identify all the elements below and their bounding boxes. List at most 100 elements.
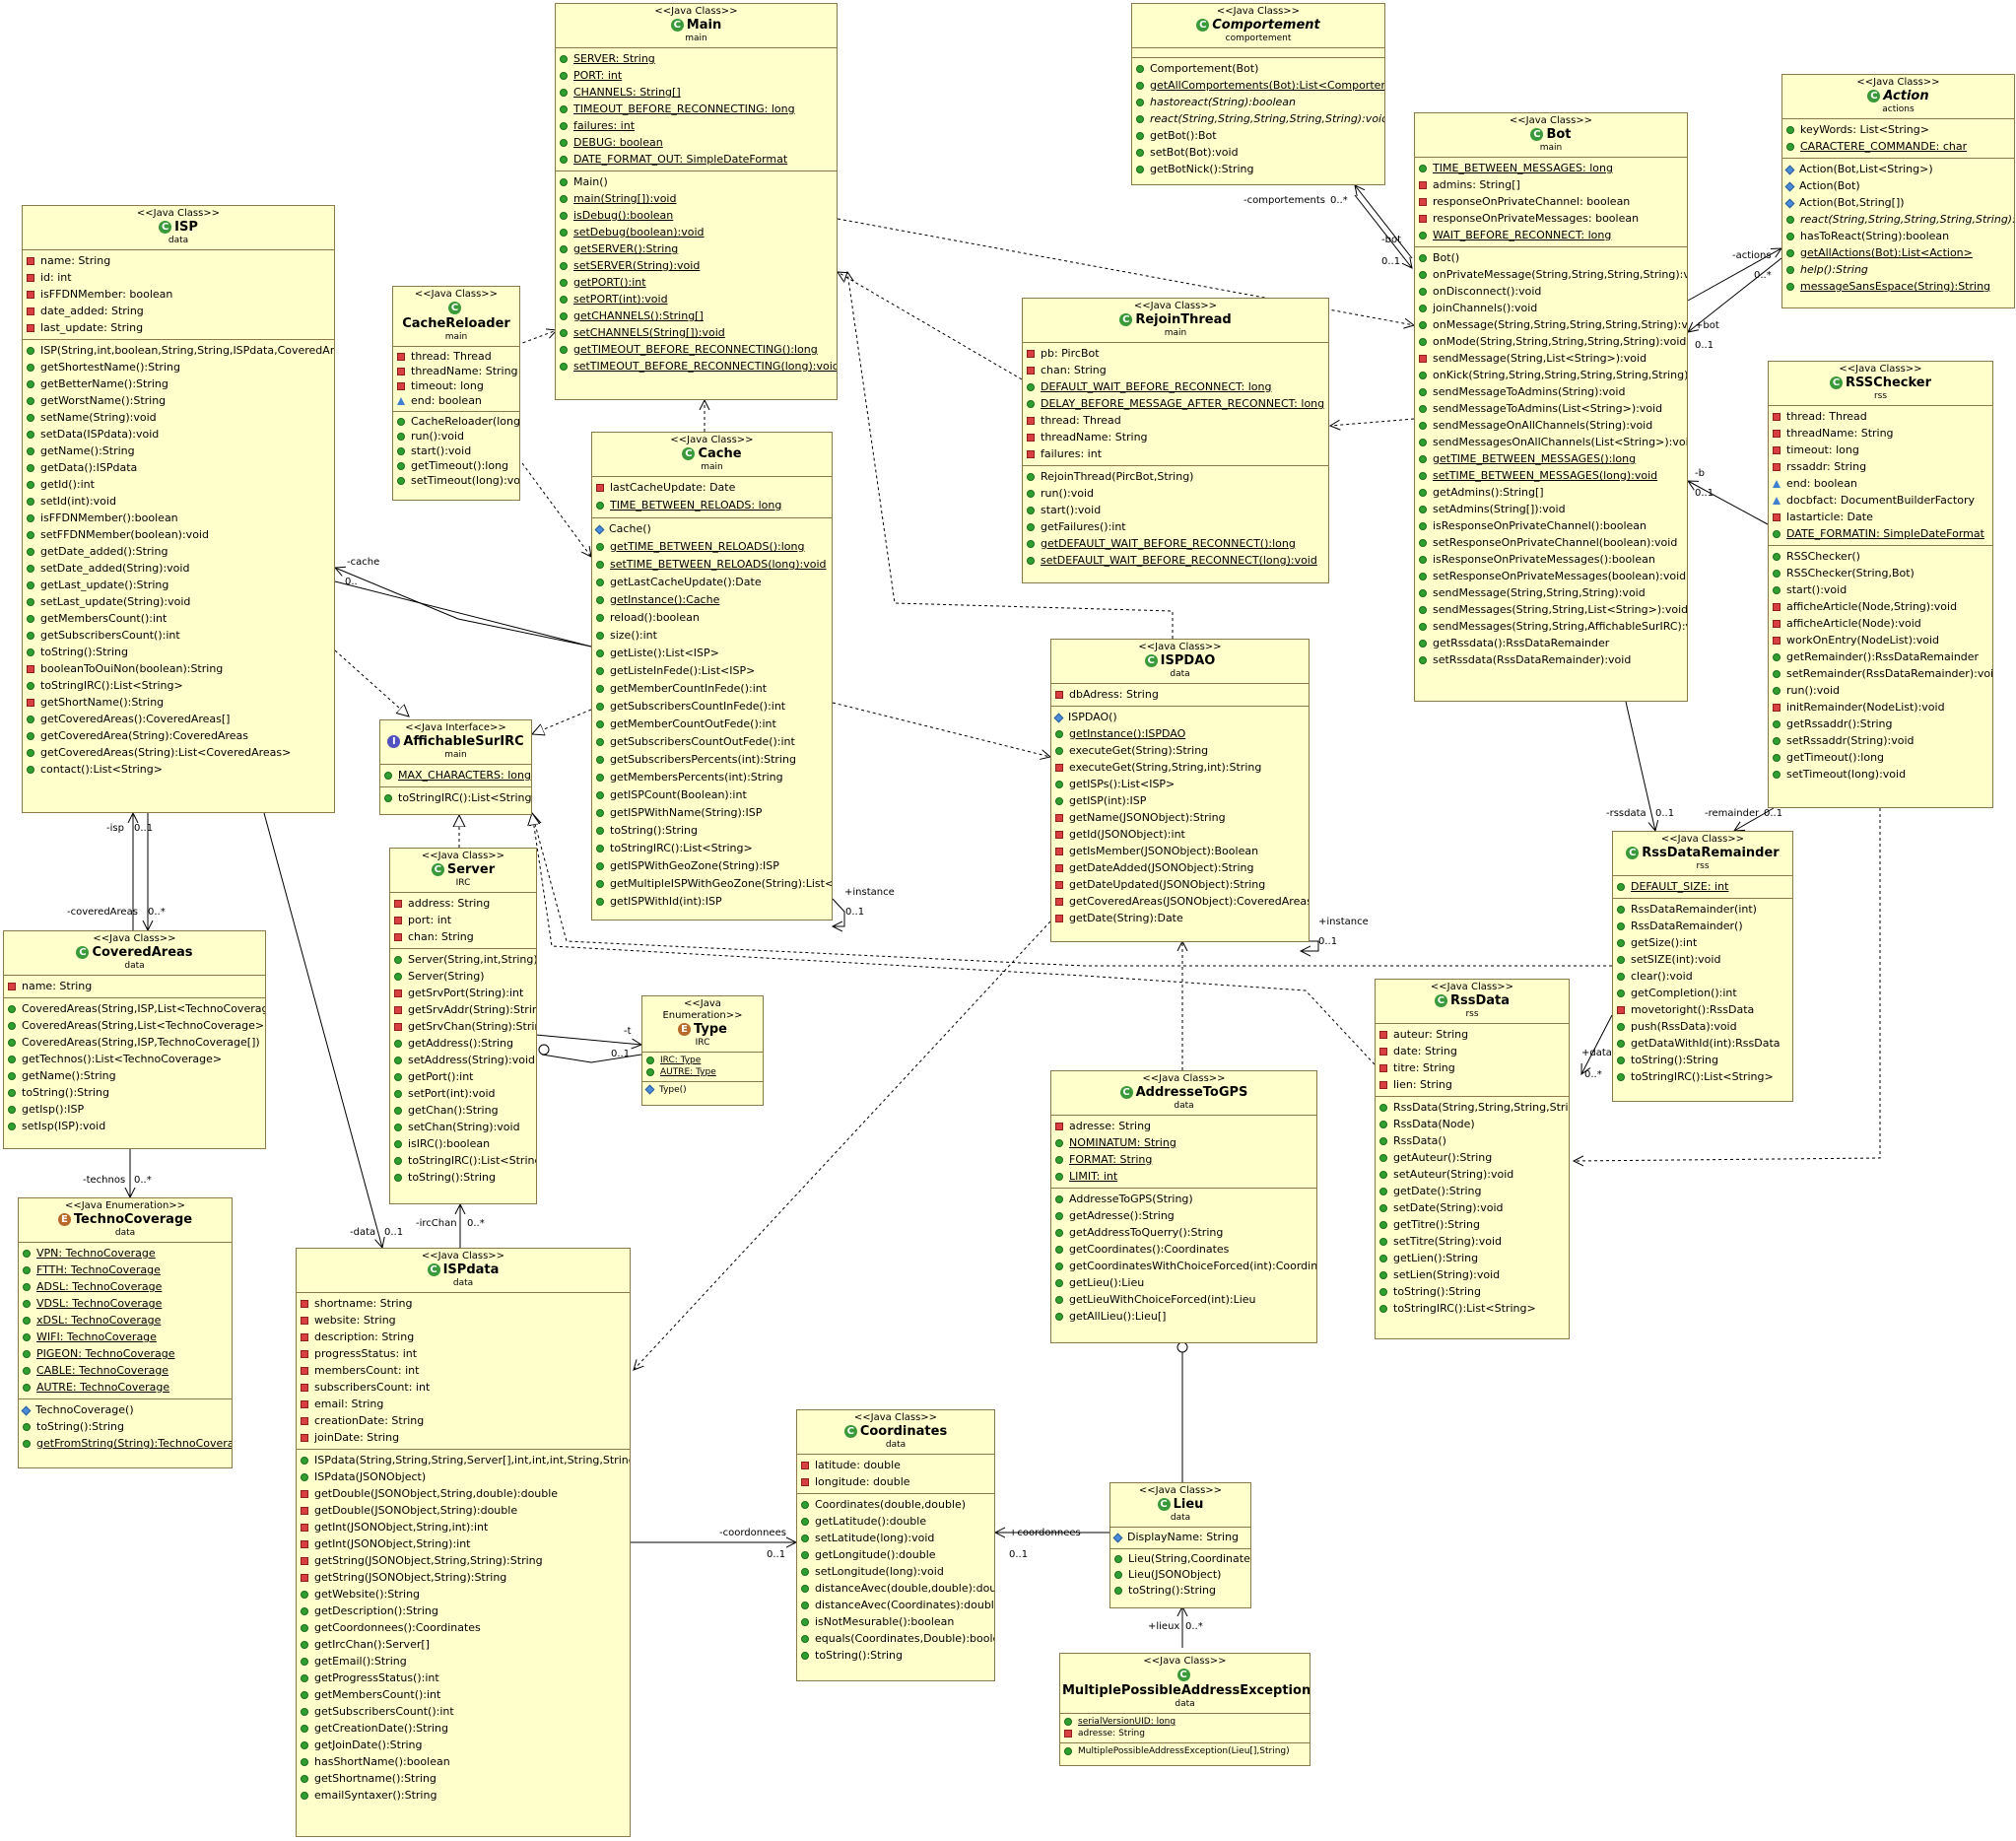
method-row[interactable]: getTIME_BETWEEN_MESSAGES():long: [1415, 450, 1687, 467]
method-row[interactable]: getSERVER():String: [556, 240, 837, 257]
method-row[interactable]: RssData(Node): [1376, 1116, 1569, 1132]
method-row[interactable]: CoveredAreas(String,ISP,List<TechnoCover…: [4, 1000, 265, 1017]
field-row[interactable]: WIFI: TechnoCoverage: [19, 1329, 232, 1345]
method-row[interactable]: getJoinDate():String: [297, 1737, 630, 1753]
method-row[interactable]: getString(JSONObject,String,String):Stri…: [297, 1552, 630, 1569]
method-row[interactable]: Lieu(JSONObject): [1110, 1567, 1250, 1583]
method-row[interactable]: MultiplePossibleAddressException(Lieu[],…: [1060, 1745, 1310, 1757]
field-row[interactable]: email: String: [297, 1396, 630, 1412]
method-row[interactable]: getTIMEOUT_BEFORE_RECONNECTING():long: [556, 341, 837, 358]
method-row[interactable]: sendMessages(String,String,List<String>)…: [1415, 601, 1687, 618]
method-row[interactable]: getRssdata():RssDataRemainder: [1415, 635, 1687, 651]
method-row[interactable]: workOnEntry(NodeList):void: [1769, 632, 1992, 648]
method-row[interactable]: getIsMember(JSONObject):Boolean: [1051, 843, 1309, 859]
method-row[interactable]: setTimeout(long):void: [393, 473, 519, 488]
field-row[interactable]: DATE_FORMAT_OUT: SimpleDateFormat: [556, 151, 837, 168]
method-row[interactable]: Server(String,int,String): [390, 951, 536, 968]
method-row[interactable]: toStringIRC():List<String>: [1376, 1300, 1569, 1317]
method-row[interactable]: toStringIRC():List<String>: [390, 1152, 536, 1169]
method-row[interactable]: getLatitude():double: [797, 1513, 994, 1530]
field-row[interactable]: thread: Thread: [1769, 408, 1992, 425]
method-row[interactable]: ISP(String,int,boolean,String,String,ISP…: [23, 342, 334, 359]
field-row[interactable]: ADSL: TechnoCoverage: [19, 1278, 232, 1295]
field-row[interactable]: threadName: String: [1023, 429, 1328, 445]
method-row[interactable]: Lieu(String,Coordinates): [1110, 1551, 1250, 1567]
method-row[interactable]: CoveredAreas(String,ISP,TechnoCoverage[]…: [4, 1034, 265, 1051]
method-row[interactable]: getFailures():int: [1023, 518, 1328, 535]
method-row[interactable]: getShortName():String: [23, 694, 334, 711]
method-row[interactable]: onPrivateMessage(String,String,String,St…: [1415, 266, 1687, 283]
method-row[interactable]: getDateAdded(JSONObject):String: [1051, 859, 1309, 876]
method-row[interactable]: getCoveredAreas(String):List<CoveredArea…: [23, 744, 334, 761]
method-row[interactable]: setTIME_BETWEEN_MESSAGES(long):void: [1415, 467, 1687, 484]
method-row[interactable]: getBotNick():String: [1132, 161, 1384, 177]
method-row[interactable]: contact():List<String>: [23, 761, 334, 778]
method-row[interactable]: setSERVER(String):void: [556, 257, 837, 274]
method-row[interactable]: onMode(String,String,String,String,Strin…: [1415, 333, 1687, 350]
method-row[interactable]: toString():String: [797, 1647, 994, 1664]
method-row[interactable]: getString(JSONObject,String):String: [297, 1569, 630, 1586]
method-row[interactable]: getIrcChan():Server[]: [297, 1636, 630, 1653]
field-row[interactable]: name: String: [23, 252, 334, 269]
method-row[interactable]: setTIME_BETWEEN_RELOADS(long):void: [592, 556, 832, 574]
method-row[interactable]: setAddress(String):void: [390, 1052, 536, 1068]
field-row[interactable]: dbAdress: String: [1051, 686, 1309, 703]
method-row[interactable]: toString():String: [1110, 1583, 1250, 1599]
method-row[interactable]: setDebug(boolean):void: [556, 224, 837, 240]
method-row[interactable]: getSubscribersCountInFede():int: [592, 698, 832, 716]
method-row[interactable]: toString():String: [19, 1418, 232, 1435]
method-row[interactable]: getDate_added():String: [23, 543, 334, 560]
field-row[interactable]: progressStatus: int: [297, 1345, 630, 1362]
method-row[interactable]: Server(String): [390, 968, 536, 985]
method-row[interactable]: setPORT(int):void: [556, 291, 837, 307]
method-row[interactable]: getAllComportements(Bot):List<Comporteme…: [1132, 77, 1384, 94]
method-row[interactable]: getCoordonnees():Coordinates: [297, 1619, 630, 1636]
field-row[interactable]: docbfact: DocumentBuilderFactory: [1769, 492, 1992, 509]
field-row[interactable]: TIME_BETWEEN_RELOADS: long: [592, 497, 832, 514]
field-row[interactable]: VPN: TechnoCoverage: [19, 1245, 232, 1261]
method-row[interactable]: getAdmins():String[]: [1415, 484, 1687, 501]
method-row[interactable]: getDouble(JSONObject,String):double: [297, 1502, 630, 1519]
method-row[interactable]: setData(ISPdata):void: [23, 426, 334, 443]
field-row[interactable]: joinDate: String: [297, 1429, 630, 1446]
field-row[interactable]: CARACTERE_COMMANDE: char: [1782, 138, 2014, 155]
method-row[interactable]: getListeInFede():List<ISP>: [592, 662, 832, 680]
method-row[interactable]: getIsp():ISP: [4, 1101, 265, 1118]
method-row[interactable]: getShortname():String: [297, 1770, 630, 1787]
method-row[interactable]: getMemberCountOutFede():int: [592, 716, 832, 733]
method-row[interactable]: toString():String: [390, 1169, 536, 1186]
method-row[interactable]: setIsp(ISP):void: [4, 1118, 265, 1134]
method-row[interactable]: getDouble(JSONObject,String,double):doub…: [297, 1485, 630, 1502]
method-row[interactable]: hasShortName():boolean: [297, 1753, 630, 1770]
method-row[interactable]: setSIZE(int):void: [1613, 951, 1792, 968]
method-row[interactable]: getCoveredAreas():CoveredAreas[]: [23, 711, 334, 727]
field-row[interactable]: NOMINATUM: String: [1051, 1134, 1316, 1151]
method-row[interactable]: getTimeout():long: [1769, 749, 1992, 766]
method-row[interactable]: movetoright():RssData: [1613, 1001, 1792, 1018]
method-row[interactable]: getTIME_BETWEEN_RELOADS():long: [592, 538, 832, 556]
method-row[interactable]: afficheArticle(Node,String):void: [1769, 598, 1992, 615]
field-row[interactable]: end: boolean: [1769, 475, 1992, 492]
method-row[interactable]: getInstance():Cache: [592, 591, 832, 609]
method-row[interactable]: getId(JSONObject):int: [1051, 826, 1309, 843]
method-row[interactable]: distanceAvec(double,double):double: [797, 1580, 994, 1597]
field-row[interactable]: keyWords: List<String>: [1782, 121, 2014, 138]
method-row[interactable]: onMessage(String,String,String,String,St…: [1415, 316, 1687, 333]
method-row[interactable]: sendMessagesOnAllChannels(List<String>):…: [1415, 434, 1687, 450]
method-row[interactable]: setTIMEOUT_BEFORE_RECONNECTING(long):voi…: [556, 358, 837, 375]
method-row[interactable]: getLastCacheUpdate():Date: [592, 574, 832, 591]
field-row[interactable]: admins: String[]: [1415, 176, 1687, 193]
method-row[interactable]: getCoordinates():Coordinates: [1051, 1241, 1316, 1258]
field-row[interactable]: DEFAULT_WAIT_BEFORE_RECONNECT: long: [1023, 378, 1328, 395]
